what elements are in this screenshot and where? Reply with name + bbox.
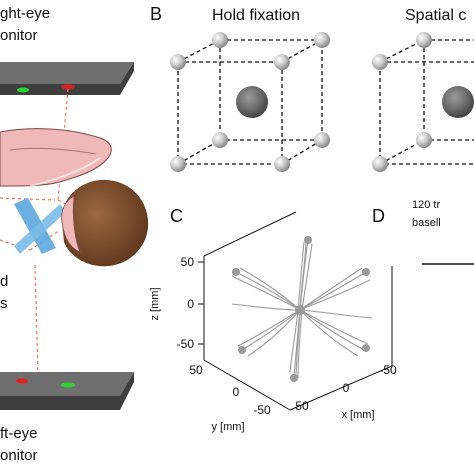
right-monitor-label-line2: onitor [0, 27, 38, 44]
center-fixation-sphere [236, 86, 268, 118]
target-cube-spatial [379, 39, 474, 165]
panel-b-letter: B [150, 4, 162, 24]
target-sphere [314, 32, 330, 48]
y-axis: 50 0 -50 y [mm] [189, 363, 271, 433]
z-tick-label: 0 [187, 297, 194, 311]
side-label-line1: d [0, 273, 8, 290]
panel-d-note-line1: 120 tr [412, 199, 440, 211]
panel-b-title-right: Spatial c [405, 7, 466, 24]
left-monitor-label-line2: onitor [0, 447, 38, 464]
reach-trajectories [231, 237, 373, 381]
mirror-icon [14, 198, 66, 254]
target-sphere [314, 132, 330, 148]
ear-shape [0, 128, 112, 187]
left-eye-monitor [0, 372, 134, 410]
target-sphere [212, 32, 228, 48]
panel-b: B Hold fixation Spatial c [150, 4, 474, 172]
right-monitor-label-line1: ght-eye [0, 5, 50, 22]
x-tick-label: -50 [379, 363, 397, 377]
panel-d-letter: D [372, 206, 385, 226]
right-eye-monitor [0, 62, 134, 95]
x-tick-label: 0 [343, 381, 350, 395]
z-axis-label: z [mm] [149, 288, 161, 321]
y-tick-label: 0 [233, 385, 240, 399]
trajectory-endpoints [232, 236, 370, 382]
target-sphere [416, 132, 432, 148]
z-tick-label: 50 [181, 255, 195, 269]
green-target-dot-left [61, 382, 75, 388]
z-axis: 50 0 -50 z [mm] [149, 255, 204, 351]
red-target-dot [61, 84, 75, 90]
center-fixation-sphere [442, 86, 474, 118]
panel-d-note-line2: basell [412, 217, 441, 229]
axis-box [203, 211, 393, 411]
green-target-dot [17, 87, 29, 93]
x-axis: 50 0 -50 x [mm] [295, 363, 397, 421]
y-axis-label: y [mm] [212, 421, 245, 433]
target-sphere [274, 156, 290, 172]
cube-spheres-spatial [372, 32, 474, 172]
panel-b-title-left: Hold fixation [212, 7, 300, 24]
panel-a: ght-eye onitor [0, 5, 149, 464]
y-tick-label: 50 [189, 363, 203, 377]
x-axis-label: x [mm] [342, 409, 375, 421]
z-tick-label: -50 [177, 337, 195, 351]
target-sphere [274, 54, 290, 70]
panel-c: C 50 0 -50 z [mm] 50 0 -50 y [mm] [149, 206, 397, 433]
target-sphere [170, 54, 186, 70]
y-tick-label: -50 [253, 403, 271, 417]
red-target-dot-left [16, 378, 28, 384]
head-icon [61, 179, 149, 267]
cube-spheres-hold [170, 32, 330, 172]
target-sphere [372, 54, 388, 70]
target-sphere [372, 156, 388, 172]
target-sphere [212, 132, 228, 148]
left-monitor-label-line1: ft-eye [0, 425, 38, 442]
panel-c-letter: C [170, 206, 183, 226]
target-sphere [170, 156, 186, 172]
panel-d: D 120 tr basell [372, 199, 474, 265]
side-label-line2: s [0, 295, 8, 312]
target-sphere [416, 32, 432, 48]
x-tick-label: 50 [295, 399, 309, 413]
